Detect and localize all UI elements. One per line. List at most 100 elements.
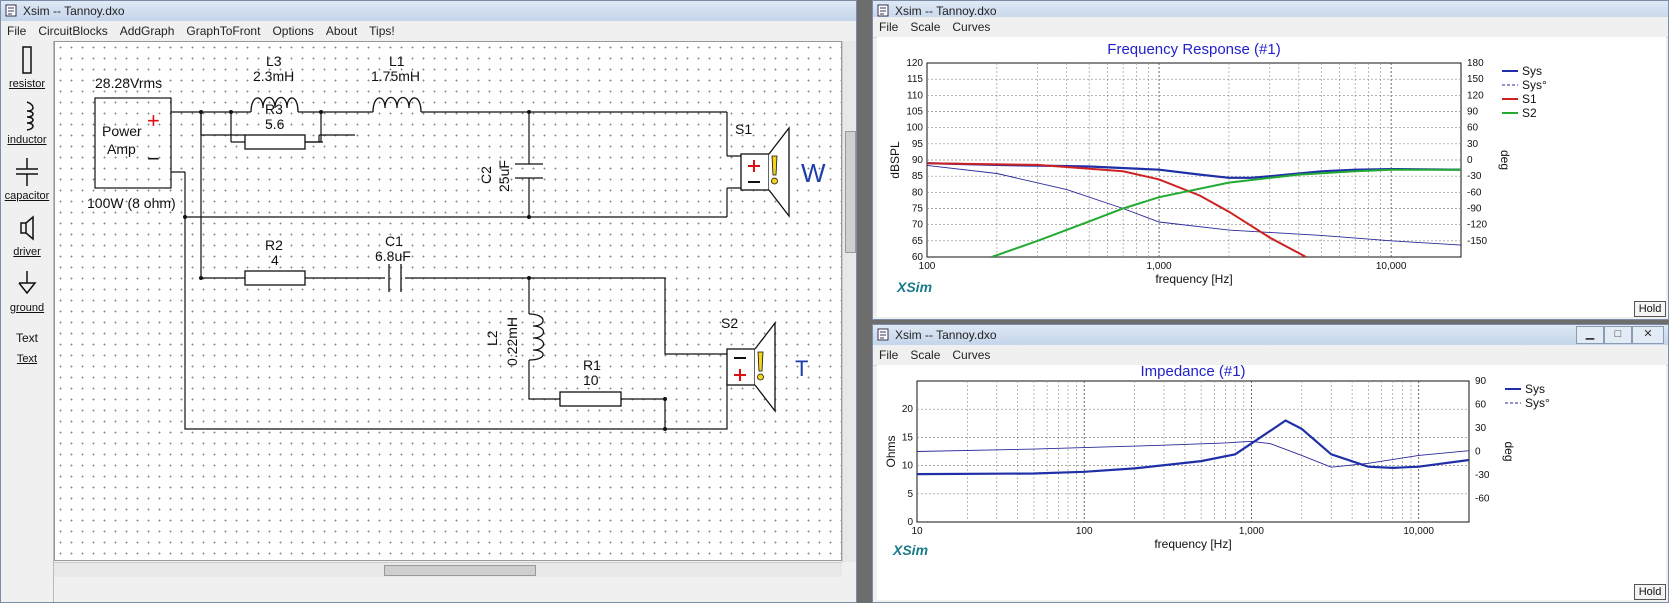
series-line-S1 bbox=[927, 162, 1307, 257]
palette-text[interactable]: Text Text bbox=[3, 331, 51, 365]
x-tick-label: 1,000 bbox=[1239, 526, 1264, 537]
inductor-L2[interactable] bbox=[528, 313, 545, 361]
y-tick-label: 0 bbox=[907, 517, 913, 528]
horizontal-scroll-thumb[interactable] bbox=[384, 565, 536, 576]
x-tick-label: 10,000 bbox=[1403, 526, 1434, 537]
maximize-button[interactable]: □ bbox=[1604, 326, 1632, 344]
menu-options[interactable]: Options bbox=[272, 24, 314, 38]
vertical-scrollbar[interactable] bbox=[842, 41, 856, 562]
y-tick-label: 70 bbox=[912, 220, 924, 231]
app-icon bbox=[5, 4, 17, 17]
main-window-title: Xsim -- Tannoy.dxo bbox=[23, 4, 125, 18]
menu-tips[interactable]: Tips! bbox=[369, 24, 395, 38]
resistor-R3[interactable] bbox=[244, 134, 306, 150]
y-tick-label: 10 bbox=[902, 461, 914, 472]
imp-title-bar[interactable]: Xsim -- Tannoy.dxo ▁ □ ✕ bbox=[873, 325, 1668, 345]
x-tick-label: 100 bbox=[1076, 526, 1093, 537]
freq-menu-file[interactable]: File bbox=[879, 20, 899, 34]
R1-value: 10 bbox=[583, 372, 599, 388]
C2-name: C2 bbox=[478, 166, 494, 184]
L3-name: L3 bbox=[266, 53, 282, 69]
S2-tag: T bbox=[795, 356, 808, 381]
series-line-Sys bbox=[917, 419, 1469, 476]
menu-file[interactable]: File bbox=[7, 24, 27, 38]
freq-menu-bar: File Scale Curves bbox=[873, 17, 1668, 38]
app-icon bbox=[877, 328, 889, 341]
menu-circuitblocks[interactable]: CircuitBlocks bbox=[38, 24, 108, 38]
inductor-L3[interactable] bbox=[250, 96, 299, 113]
y2-tick-label: 180 bbox=[1467, 58, 1484, 69]
y2-tick-label: 0 bbox=[1467, 155, 1473, 166]
inductor-L1[interactable] bbox=[372, 96, 422, 113]
R3-value: 5.6 bbox=[265, 116, 285, 132]
y-tick-label: 15 bbox=[902, 432, 914, 443]
y-tick-label: 115 bbox=[907, 74, 923, 85]
y-axis-label: Ohms bbox=[884, 435, 898, 467]
y-axis-label: dBSPL bbox=[888, 141, 902, 179]
palette-ground[interactable]: ground bbox=[3, 269, 51, 314]
menu-graphtofront[interactable]: GraphToFront bbox=[186, 24, 261, 38]
s2-plus-icon bbox=[734, 369, 746, 381]
legend-label: Sys bbox=[1525, 382, 1545, 396]
close-button[interactable]: ✕ bbox=[1632, 326, 1664, 344]
x-axis-label: frequency [Hz] bbox=[1154, 537, 1231, 551]
freq-menu-scale[interactable]: Scale bbox=[910, 20, 941, 34]
minimize-button[interactable]: ▁ bbox=[1576, 326, 1604, 344]
y2-tick-label: -60 bbox=[1475, 494, 1490, 505]
freq-window-title: Xsim -- Tannoy.dxo bbox=[895, 4, 997, 18]
y-tick-label: 85 bbox=[912, 171, 924, 182]
palette-capacitor[interactable]: capacitor bbox=[3, 157, 51, 202]
freq-response-chart[interactable]: Frequency Response (#1)12011511010510095… bbox=[877, 37, 1666, 317]
menu-about[interactable]: About bbox=[325, 24, 358, 38]
x-tick-label: 10 bbox=[911, 526, 923, 537]
main-menu-bar: File CircuitBlocks AddGraph GraphToFront Opt… bbox=[1, 21, 856, 42]
schematic-canvas[interactable]: + − 28.28Vrms Power Amp 100W (8 ohm) L3 … bbox=[54, 41, 842, 561]
L3-value: 2.3mH bbox=[253, 68, 294, 84]
resistor-R2[interactable] bbox=[244, 270, 306, 286]
S1-name: S1 bbox=[735, 121, 752, 137]
freq-hold-button[interactable]: Hold bbox=[1634, 301, 1666, 317]
series-line-Sys-phase bbox=[927, 164, 1461, 246]
y2-tick-label: 90 bbox=[1475, 376, 1487, 387]
s2-warning-icon bbox=[757, 351, 764, 372]
palette-inductor[interactable]: inductor bbox=[3, 101, 51, 146]
capacitor-C1[interactable] bbox=[388, 264, 402, 292]
freq-menu-curves[interactable]: Curves bbox=[952, 20, 991, 34]
imp-menu-curves[interactable]: Curves bbox=[952, 348, 991, 362]
S2-name: S2 bbox=[721, 315, 738, 331]
imp-menu-file[interactable]: File bbox=[879, 348, 899, 362]
amp-rating-label: 100W (8 ohm) bbox=[87, 195, 176, 211]
plot-frame bbox=[916, 380, 1470, 523]
menu-addgraph[interactable]: AddGraph bbox=[119, 24, 175, 38]
resistor-R1[interactable] bbox=[559, 391, 622, 407]
capacitor-C2[interactable] bbox=[515, 163, 543, 179]
L2-value: 0.22mH bbox=[504, 317, 520, 366]
palette-resistor[interactable]: resistor bbox=[3, 45, 51, 90]
y2-tick-label: -60 bbox=[1467, 187, 1482, 198]
C2-value: 25uF bbox=[496, 160, 512, 192]
palette-driver[interactable]: driver bbox=[3, 213, 51, 258]
C1-name: C1 bbox=[385, 233, 403, 249]
series-line-Sys-phase bbox=[917, 440, 1469, 468]
power-amp-box[interactable] bbox=[94, 97, 172, 189]
y-tick-label: 120 bbox=[906, 58, 923, 69]
horizontal-scrollbar[interactable] bbox=[54, 562, 842, 577]
speaker-S1[interactable] bbox=[727, 126, 790, 218]
speaker-S2[interactable] bbox=[726, 321, 776, 413]
freq-title-bar[interactable]: Xsim -- Tannoy.dxo bbox=[873, 1, 1668, 21]
vertical-scroll-thumb[interactable] bbox=[845, 131, 856, 253]
y2-tick-label: -120 bbox=[1467, 220, 1487, 231]
y2-tick-label: 150 bbox=[1467, 74, 1484, 85]
x-tick-label: 1,000 bbox=[1147, 261, 1172, 272]
imp-hold-button[interactable]: Hold bbox=[1634, 584, 1666, 600]
s1-plus-icon bbox=[748, 160, 760, 172]
imp-menu-scale[interactable]: Scale bbox=[910, 348, 941, 362]
y-tick-label: 65 bbox=[912, 236, 924, 247]
component-palette: resistor inductor capacitor driver groun… bbox=[1, 41, 54, 602]
x-tick-label: 10,000 bbox=[1376, 261, 1407, 272]
main-title-bar[interactable]: Xsim -- Tannoy.dxo bbox=[1, 1, 856, 21]
y2-tick-label: 60 bbox=[1475, 400, 1487, 411]
chart-title: Impedance (#1) bbox=[1140, 365, 1245, 380]
impedance-window: Xsim -- Tannoy.dxo ▁ □ ✕ File Scale Curves… bbox=[872, 324, 1669, 603]
